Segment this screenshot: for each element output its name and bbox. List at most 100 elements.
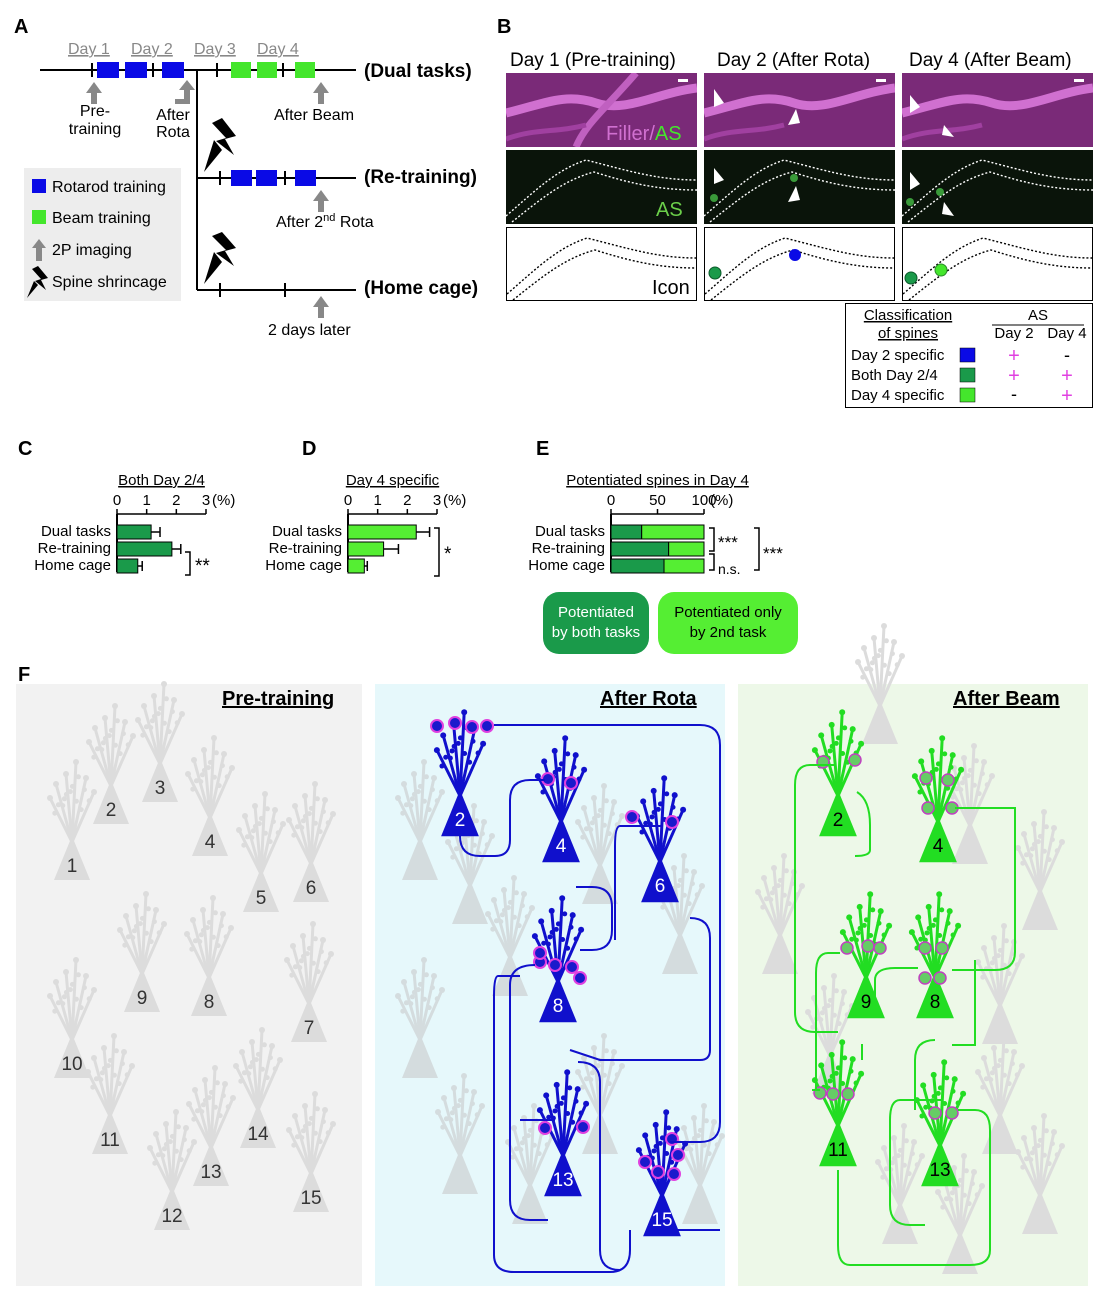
spine — [141, 703, 147, 709]
dendrite — [502, 889, 512, 959]
spine — [435, 1109, 441, 1115]
spine — [1031, 821, 1037, 827]
spine — [125, 934, 131, 940]
spine — [81, 985, 87, 991]
spine — [651, 1148, 657, 1154]
spine — [467, 759, 473, 765]
x-unit: (%) — [212, 492, 235, 509]
spine — [891, 639, 897, 645]
spine — [988, 1077, 994, 1083]
spine — [889, 651, 895, 657]
dendrite — [544, 1094, 565, 1157]
soma — [921, 1140, 959, 1187]
spine — [839, 929, 846, 936]
dendrite — [402, 783, 422, 843]
spine — [1001, 1072, 1007, 1078]
neuron-pretraining: 6 — [286, 781, 336, 902]
dendrite — [806, 1011, 832, 1057]
spine — [919, 1113, 925, 1119]
spine — [433, 747, 440, 754]
spine — [941, 1059, 948, 1066]
spine — [222, 1081, 228, 1087]
spine — [322, 797, 328, 803]
bar-segment — [641, 524, 705, 540]
neuron-background — [395, 957, 445, 1078]
micrograph-as-day1: AS — [506, 150, 697, 224]
spine — [942, 751, 948, 757]
spine — [312, 820, 318, 826]
dendrite — [452, 1087, 462, 1157]
spine — [551, 747, 558, 754]
spine — [112, 742, 118, 748]
spine — [439, 763, 445, 769]
spine — [241, 1070, 247, 1076]
soma — [819, 1120, 857, 1167]
spine — [935, 1189, 941, 1195]
spine — [567, 1085, 573, 1091]
spine — [116, 1081, 122, 1087]
rotarod-block — [97, 62, 119, 78]
spine — [953, 786, 959, 792]
neuron-pretraining: 1 — [47, 759, 97, 880]
spine — [683, 1146, 689, 1152]
neuron-number: 5 — [256, 888, 267, 909]
dendrite — [301, 935, 311, 1005]
imaging-arrow-icon — [175, 80, 195, 104]
spine — [184, 931, 190, 937]
neuron-number: 15 — [651, 1210, 672, 1231]
spine — [944, 1075, 950, 1081]
spine — [461, 835, 467, 841]
spine — [603, 1048, 609, 1054]
spine — [855, 659, 861, 665]
spine — [213, 750, 219, 756]
spine — [204, 925, 210, 931]
spine — [451, 1105, 457, 1111]
x-tick-label: 1 — [142, 492, 150, 509]
spine — [299, 1135, 305, 1141]
spine — [903, 1138, 909, 1144]
spine — [945, 920, 951, 926]
spine — [304, 951, 310, 957]
dendrite — [259, 793, 267, 875]
spine — [294, 824, 300, 830]
spine — [181, 1137, 187, 1143]
dendrite — [598, 785, 606, 867]
spine — [983, 1076, 989, 1082]
spine — [827, 748, 833, 754]
spine — [434, 996, 440, 1002]
spine — [981, 1055, 987, 1061]
neuron-number: 10 — [61, 1054, 82, 1075]
potentiated-spine — [873, 941, 887, 955]
neuron-number: 2 — [455, 810, 466, 831]
spine — [701, 1142, 707, 1148]
dendrite — [882, 1147, 902, 1207]
spine — [915, 914, 922, 921]
spine — [686, 901, 692, 907]
spine — [395, 795, 401, 801]
spine — [703, 1118, 709, 1124]
spine — [186, 1148, 192, 1154]
connection-wire — [889, 1099, 942, 1226]
spine — [86, 739, 92, 745]
neuron-background — [975, 1033, 1025, 1154]
spine — [833, 740, 839, 746]
spine — [275, 830, 281, 836]
f-title-pre: Pre-training — [222, 688, 335, 710]
dendrite — [841, 931, 868, 979]
spine — [99, 1070, 105, 1076]
spine — [259, 1066, 265, 1072]
dendrite — [1022, 1137, 1042, 1197]
x-tick-label: 100 — [691, 492, 716, 509]
spine — [655, 806, 661, 812]
neuron-pretraining: 12 — [147, 1109, 197, 1230]
category-label: Home cage — [265, 557, 342, 574]
spine — [825, 1003, 831, 1009]
spine — [591, 795, 597, 801]
spine — [53, 781, 59, 787]
spine — [663, 1109, 670, 1116]
table-cell: - — [1011, 384, 1017, 404]
neuron-background — [805, 973, 855, 1094]
spine — [201, 767, 207, 773]
spine — [479, 1103, 485, 1109]
spine — [939, 907, 945, 913]
